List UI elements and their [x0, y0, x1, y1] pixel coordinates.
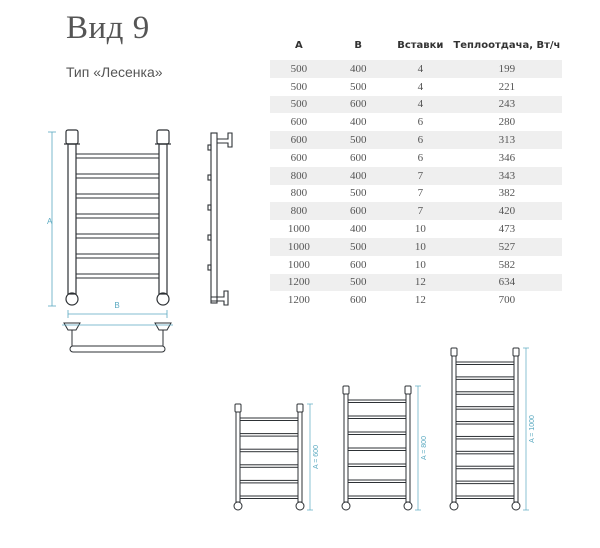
- cell-heat-output: 313: [451, 131, 562, 149]
- cell-inserts: 4: [417, 80, 424, 93]
- cell-a: 1000: [287, 258, 310, 271]
- cell-b: 500: [349, 80, 367, 93]
- cell-b: 500: [349, 187, 367, 200]
- cell-b: 400: [327, 60, 389, 78]
- cell-inserts: 6: [417, 151, 424, 164]
- cell-inserts: 7: [388, 166, 452, 185]
- cell-b: 600: [349, 294, 367, 307]
- cell-a: 800: [290, 187, 308, 200]
- cell-b: 400: [349, 116, 367, 129]
- table-row: 500 500 4 221: [270, 78, 562, 96]
- cell-b: 600: [349, 258, 367, 271]
- table-row: 600 400 6 280: [270, 113, 562, 131]
- size-label-1: A = 600: [313, 445, 320, 469]
- cell-heat-output: 221: [498, 80, 516, 93]
- page-title: Вид 9: [66, 10, 150, 46]
- cell-inserts: 12: [414, 294, 426, 307]
- table-row: 1000 600 10 582: [270, 256, 562, 274]
- cell-b: 500: [327, 237, 389, 256]
- cell-heat-output: 700: [498, 294, 516, 307]
- cell-b: 400: [327, 166, 389, 185]
- cell-heat-output: 199: [451, 60, 562, 78]
- header-heat-output: Теплоотдача, Вт/ч: [453, 39, 561, 51]
- cell-heat-output: 420: [451, 202, 562, 221]
- dimension-a-label: A: [47, 217, 53, 226]
- cell-a: 500: [270, 95, 328, 114]
- cell-inserts: 10: [388, 237, 452, 256]
- cell-b: 600: [327, 202, 389, 221]
- cell-a: 600: [290, 151, 308, 164]
- front-view-rails: [75, 153, 160, 279]
- table-row: 1200 600 12 700: [270, 291, 562, 309]
- cell-a: 500: [270, 60, 328, 78]
- cell-b: 400: [349, 223, 367, 236]
- cell-b: 500: [327, 131, 389, 149]
- cell-inserts: 6: [388, 131, 452, 149]
- cell-a: 1200: [287, 294, 310, 307]
- cell-a: 600: [270, 131, 328, 149]
- cell-heat-output: 343: [451, 166, 562, 185]
- cell-b: 600: [349, 151, 367, 164]
- cell-b: 600: [327, 95, 389, 114]
- cell-inserts: 10: [414, 258, 426, 271]
- cell-a: 600: [290, 116, 308, 129]
- cell-inserts: 6: [417, 116, 424, 129]
- cell-a: 1000: [287, 223, 310, 236]
- cell-b: 500: [327, 273, 389, 292]
- table-row: 800 500 7 382: [270, 185, 562, 203]
- cell-a: 1200: [270, 273, 328, 292]
- cell-heat-output: 243: [451, 95, 562, 114]
- cell-heat-output: 382: [498, 187, 516, 200]
- cell-heat-output: 473: [498, 223, 516, 236]
- front-view-drawing: A B: [47, 129, 173, 353]
- size-view-3: [449, 347, 521, 511]
- dimension-b-label: B: [114, 301, 119, 310]
- page-subtitle: Тип «Лесенка»: [66, 64, 163, 80]
- cell-inserts: 10: [414, 223, 426, 236]
- side-view-drawing: [207, 132, 233, 306]
- table-row: 600 600 6 346: [270, 149, 562, 167]
- cell-heat-output: 346: [498, 151, 516, 164]
- cell-heat-output: 582: [498, 258, 516, 271]
- cell-inserts: 4: [388, 95, 452, 114]
- table-row: 1000 400 10 473: [270, 220, 562, 238]
- size-view-1: [233, 403, 305, 511]
- size-label-3: A = 1000: [529, 415, 536, 443]
- size-view-2: [341, 385, 413, 511]
- cell-heat-output: 280: [498, 116, 516, 129]
- cell-a: 1000: [270, 237, 328, 256]
- cell-inserts: 7: [388, 202, 452, 221]
- size-comparison-drawings: A = 600 A = 800 A = 1000: [233, 347, 536, 511]
- header-inserts: Вставки: [397, 39, 444, 51]
- cell-a: 800: [270, 166, 328, 185]
- header-a: A: [294, 39, 303, 51]
- cell-inserts: 7: [417, 187, 424, 200]
- cell-heat-output: 634: [451, 273, 562, 292]
- cell-inserts: 12: [388, 273, 452, 292]
- cell-a: 500: [290, 80, 308, 93]
- table-header-row: A B Вставки Теплоотдача, Вт/ч: [270, 30, 562, 60]
- size-label-2: A = 800: [421, 436, 428, 460]
- cell-heat-output: 527: [451, 237, 562, 256]
- header-b: B: [354, 39, 363, 51]
- cell-a: 800: [270, 202, 328, 221]
- cell-inserts: 4: [388, 60, 452, 78]
